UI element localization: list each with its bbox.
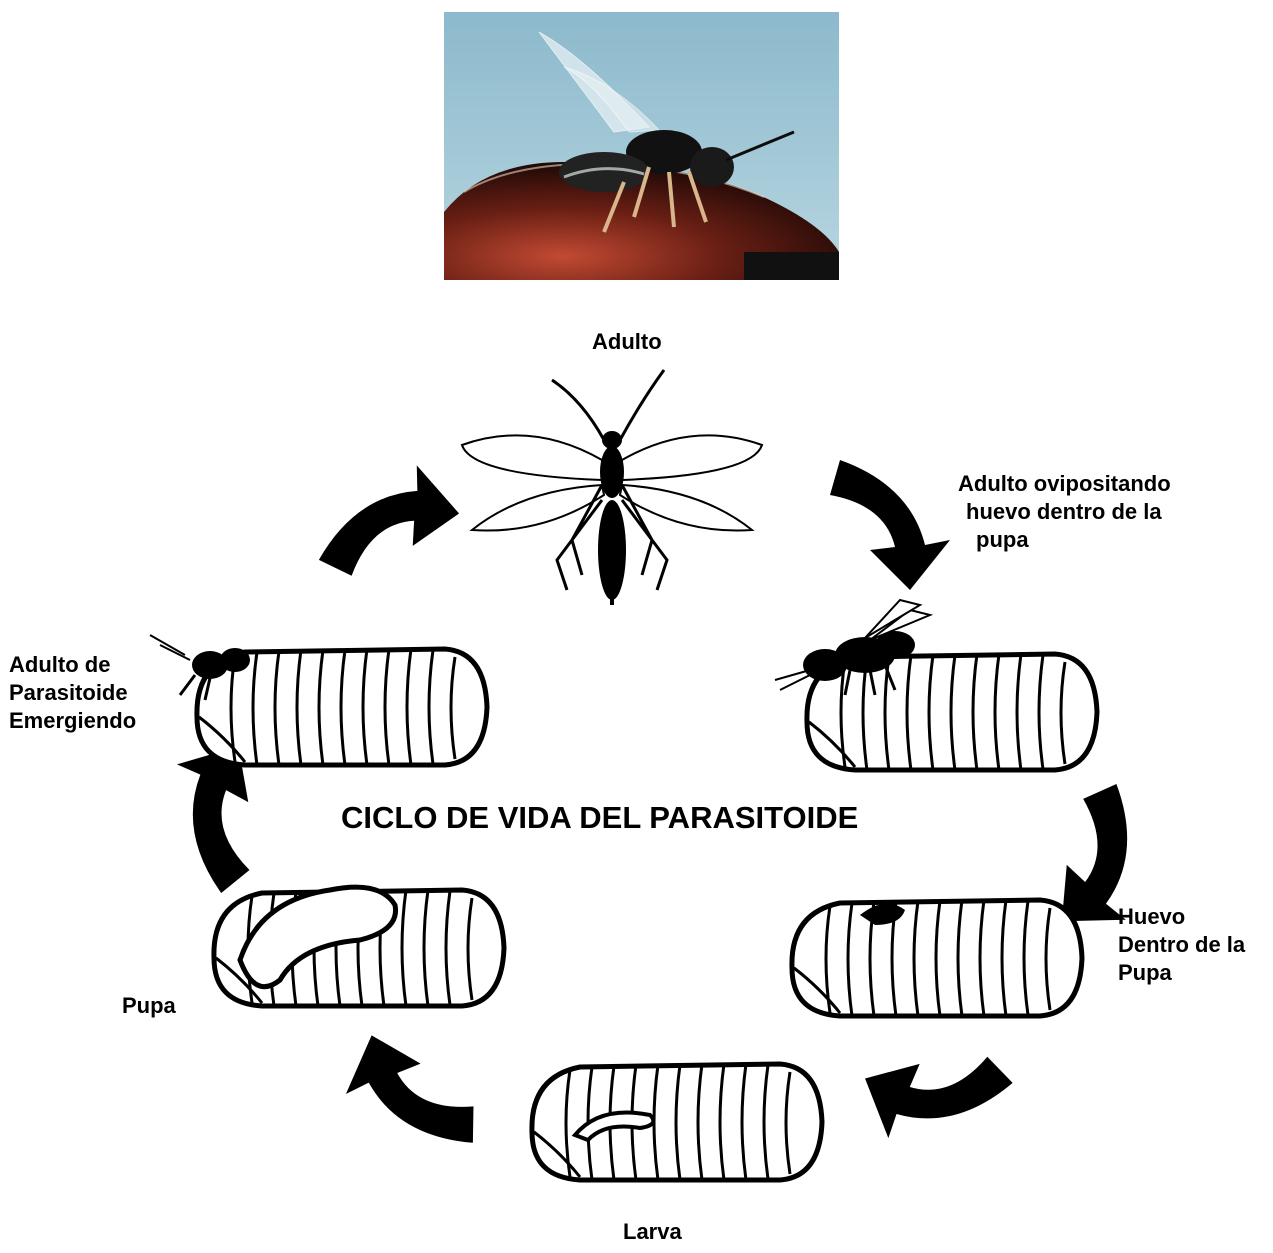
host-pupa-icon [792, 900, 1082, 1016]
cycle-arrow-icon [830, 460, 950, 590]
host-pupa-icon [532, 1064, 822, 1180]
stage-label-adult: Adulto [592, 328, 662, 356]
stage-label-emerging: Adulto de Parasitoide Emergiendo [9, 651, 136, 735]
stage-label-egg: Huevo Dentro de la Pupa [1118, 903, 1245, 987]
cycle-arrow-icon [845, 1009, 1018, 1178]
adult-wasp-icon [462, 370, 762, 605]
cycle-arrow-icon [317, 452, 466, 593]
diagram-title: CICLO DE VIDA DEL PARASITOIDE [341, 800, 858, 836]
cycle-arrow-icon [333, 1015, 483, 1172]
stage-label-ovipositing: Adulto ovipositando huevo dentro de la p… [958, 470, 1171, 554]
stage-label-pupa: Pupa [122, 992, 176, 1020]
stage-label-larva: Larva [623, 1218, 682, 1246]
